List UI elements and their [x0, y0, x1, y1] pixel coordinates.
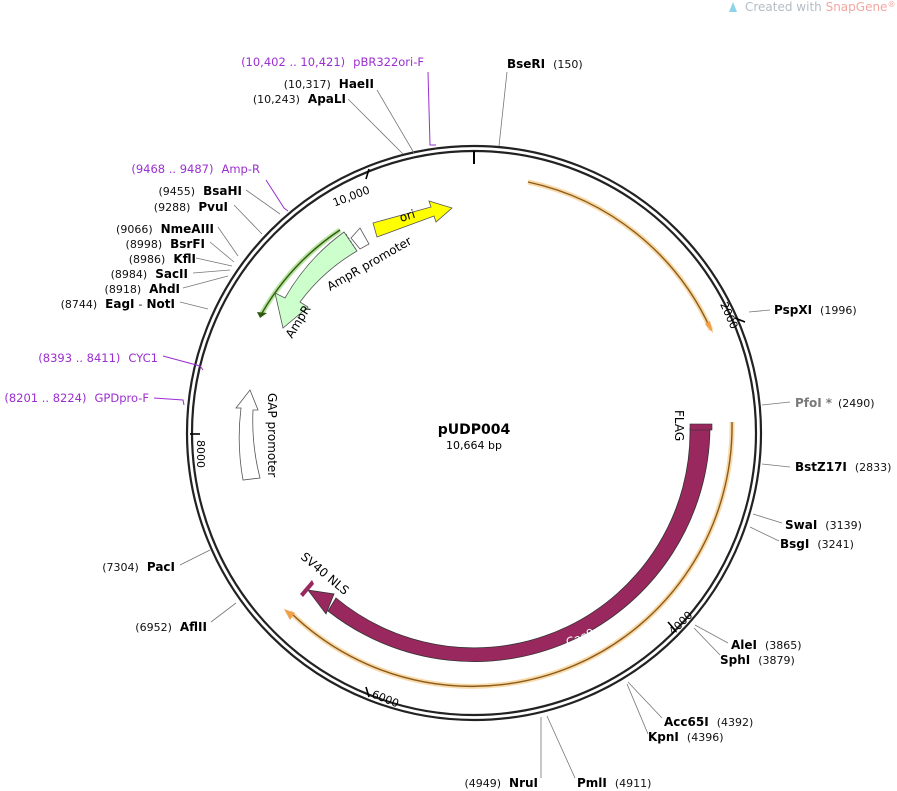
site-kpni: KpnI(4396) [648, 730, 723, 744]
site-bstz17i: BstZ17I(2833) [795, 460, 891, 474]
cas9-arc [327, 427, 711, 662]
tick-6000 [365, 686, 370, 698]
primer-gpdpro-f: (8201 .. 8224)GPDpro-F [4, 391, 149, 405]
site-eagi-noti: (8744)EagI-NotI [61, 297, 175, 311]
ampr-boundary [345, 233, 358, 252]
site-ahdi: (8918)AhdI [105, 282, 180, 296]
tick-label-8000: 8000 [194, 440, 207, 468]
sv40-nls-feature [300, 580, 314, 597]
flag-label: FLAG [672, 410, 686, 441]
site-pspxi: PspXI(1996) [774, 303, 857, 317]
site-nmeaiii: (9066)NmeAIII [116, 222, 214, 236]
svg-text:Created with SnapGene®: Created with SnapGene® [745, 0, 895, 14]
orf-arc-1-glow [527, 179, 714, 332]
site-sacii: (8984)SacII [111, 267, 188, 281]
site-apali: (10,243)ApaLI [253, 92, 346, 106]
site-bsgi: BsgI(3241) [780, 537, 854, 551]
tick-2000 [734, 317, 746, 323]
gap-promoter-arrow [235, 389, 261, 481]
orf-arcs [257, 179, 735, 689]
orf-arc-1-arrowhead [705, 321, 713, 333]
site-nrui: (4949)NruI [464, 776, 538, 790]
site-paci: (7304)PacI [102, 560, 175, 574]
tick-4000 [667, 621, 676, 631]
site-sphi: SphI(3879) [720, 653, 795, 667]
plasmid-length: 10,664 bp [446, 439, 502, 452]
site-bseri: BseRI(150) [507, 57, 583, 71]
ori-arrow [372, 200, 453, 238]
site-swai: SwaI(3139) [785, 518, 862, 532]
orf-arc-1 [527, 181, 712, 331]
ampr-arrow [274, 231, 358, 329]
site-leaders [179, 71, 791, 779]
tick-10000 [365, 168, 370, 180]
snapgene-logo-icon [729, 2, 737, 12]
ampr-promoter-arrow [350, 227, 370, 250]
orf-arc-2 [289, 421, 733, 688]
site-bsrfi: (8998)BsrFI [126, 237, 205, 251]
tick-label-2000: 2000 [717, 300, 740, 331]
ampr-orf-arc [261, 229, 341, 314]
watermark-prefix: Created with [745, 0, 826, 14]
site-pfoi: PfoI*(2490) [795, 396, 875, 410]
restriction-sites: BseRI(150) PspXI(1996) PfoI*(2490) BstZ1… [61, 57, 892, 790]
site-alei: AleI(3865) [731, 638, 802, 652]
site-pmli: PmlI(4911) [577, 776, 651, 790]
primers: (10,402 .. 10,421)pBR322ori-F (9468 .. 9… [4, 55, 436, 406]
orf-arc-2-arrowhead [284, 609, 295, 620]
ampr-orf-arc-arrowhead [257, 312, 267, 318]
site-aflii: (6952)AflII [135, 620, 207, 634]
site-bsahi: (9455)BsaHI [159, 184, 242, 198]
flag-feature [689, 423, 713, 431]
primer-amp-r: (9468 .. 9487)Amp-R [131, 162, 260, 176]
cas9-arrowhead [307, 589, 335, 615]
snapgene-watermark: Created with SnapGene® [729, 0, 895, 14]
site-pvui: (9288)PvuI [154, 200, 228, 214]
site-kfli: (8986)KflI [129, 252, 196, 266]
backbone-outer-circle [185, 144, 763, 722]
primer-pbr322ori-f: (10,402 .. 10,421)pBR322ori-F [241, 55, 424, 69]
gap-promoter-label: GAP promoter [265, 393, 279, 477]
ori-label: ori [398, 207, 417, 225]
site-haeii: (10,317)HaeII [284, 77, 374, 91]
watermark-brand: SnapGene [826, 0, 888, 14]
watermark-mark: ® [887, 0, 895, 9]
primer-cyc1: (8393 .. 8411)CYC1 [38, 351, 158, 365]
plasmid-name: pUDP004 [438, 422, 511, 438]
site-acc65i: Acc65I(4392) [664, 715, 753, 729]
